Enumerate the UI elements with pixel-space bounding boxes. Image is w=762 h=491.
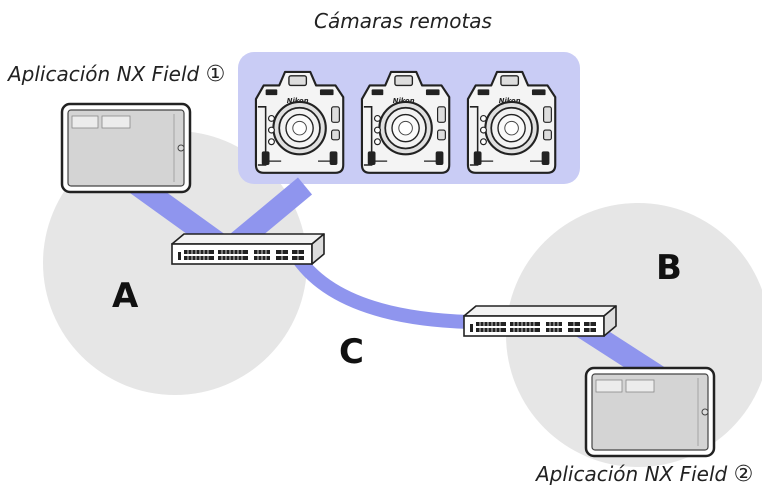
- tablet-icon: [584, 366, 716, 458]
- camera-icon: [254, 70, 345, 174]
- zone-b-label: B: [656, 248, 682, 288]
- network-switch-icon: [171, 233, 325, 265]
- app-2-number: ②: [733, 462, 754, 487]
- link-switch-a-switch-b: [292, 253, 471, 329]
- app-1-caption: Aplicación NX Field ①: [8, 62, 225, 87]
- zone-a-label: A: [112, 276, 139, 316]
- zone-c-label: C: [339, 332, 364, 372]
- camera-icon: [466, 70, 557, 174]
- camera-icon: [360, 70, 451, 174]
- app-1-number: ①: [205, 62, 226, 87]
- app-2-caption: Aplicación NX Field ②: [536, 462, 753, 487]
- remote-cameras-caption: Cámaras remotas: [314, 9, 492, 33]
- network-switch-icon: [463, 305, 617, 337]
- app-2-label: Aplicación NX Field: [536, 462, 728, 486]
- app-1-label: Aplicación NX Field: [8, 62, 200, 86]
- tablet-icon: [60, 102, 192, 194]
